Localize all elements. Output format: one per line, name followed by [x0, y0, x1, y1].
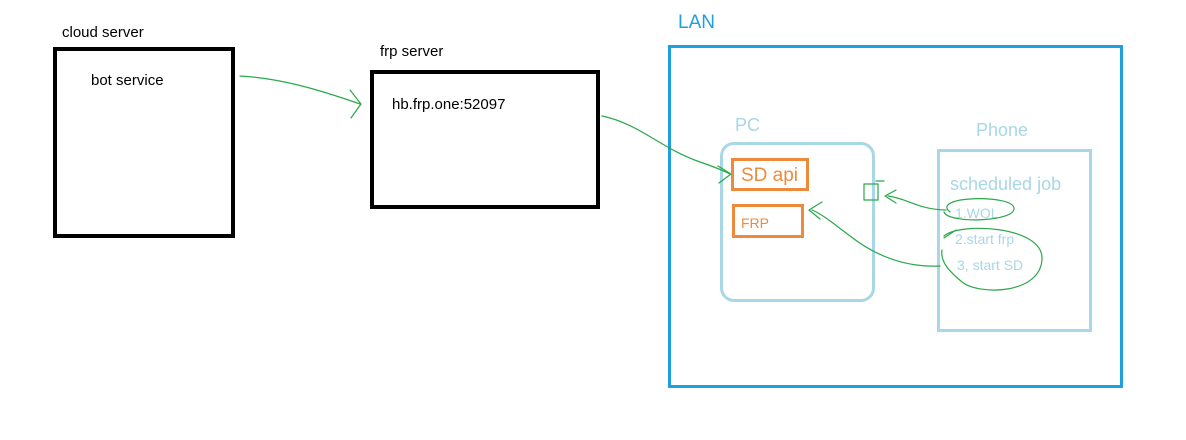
- frp-client-label: FRP: [741, 215, 769, 231]
- frp-server-title: frp server: [380, 43, 444, 60]
- frp-server-box: hb.frp.one:52097: [370, 70, 600, 209]
- arrow-wol-to-pc: [887, 195, 947, 211]
- frp-client-box: FRP: [732, 204, 804, 238]
- lan-title: LAN: [678, 12, 715, 33]
- sd-api-box: SD api: [731, 158, 809, 191]
- arrow-frp-step-to-frp: [811, 209, 941, 267]
- cloud-server-box: bot service: [53, 47, 235, 238]
- scheduled-job-title: scheduled job: [950, 174, 1062, 194]
- frp-server-address: hb.frp.one:52097: [392, 96, 506, 113]
- lan-box: [668, 45, 1123, 388]
- bot-service-label: bot service: [91, 72, 164, 89]
- arrowhead-frp-to-sdapi: [717, 165, 732, 184]
- cloud-server-title: cloud server: [62, 24, 144, 41]
- arrow-cloud-to-frp: [239, 75, 361, 105]
- arrow-frp-to-sdapi: [601, 115, 731, 175]
- wol-loop: [943, 198, 1015, 221]
- frp-sd-loop: [941, 227, 1043, 291]
- phone-title: Phone: [976, 120, 1029, 140]
- arrowhead-wol-to-pc: [884, 189, 897, 204]
- sd-api-label: SD api: [741, 165, 799, 186]
- step-wol: 1.WOL: [955, 205, 999, 221]
- wol-target-mark: [863, 180, 885, 201]
- arrowhead-frp-step-to-frp: [808, 201, 823, 220]
- step-start-sd: 3, start SD: [957, 257, 1024, 273]
- step-start-frp: 2.start frp: [955, 231, 1015, 247]
- arrowhead-cloud-to-frp: [349, 89, 362, 119]
- phone-box: [937, 149, 1092, 332]
- pc-title: PC: [735, 115, 761, 135]
- frp-sd-loop-link: [943, 229, 957, 239]
- pc-box: [720, 142, 875, 302]
